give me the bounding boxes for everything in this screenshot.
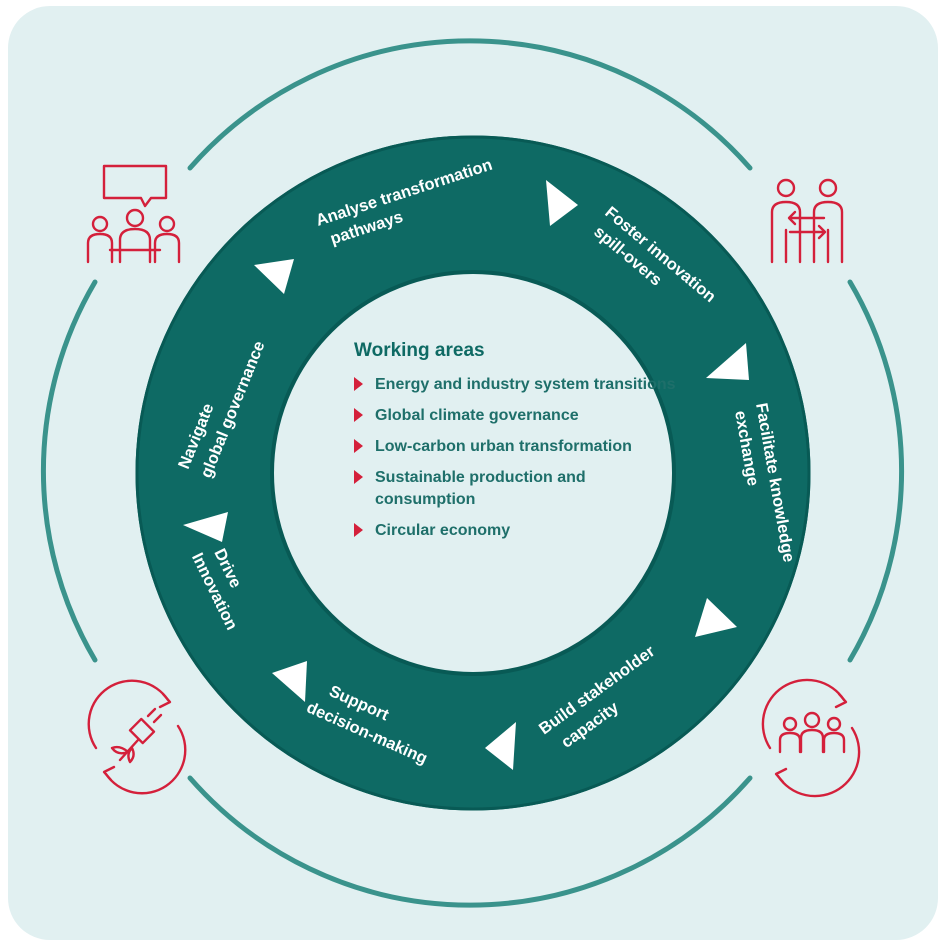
list-item: Low-carbon urban transformation [350, 436, 680, 458]
red-triangle-bullet-icon [354, 377, 363, 391]
working-area-label: Sustainable production and consumption [375, 469, 586, 508]
ring-outer-edge [135, 135, 811, 811]
list-item: Circular economy [350, 520, 680, 542]
arrow-7 [254, 259, 294, 294]
working-area-label: Low-carbon urban transformation [375, 438, 632, 455]
ring-inner-edge [270, 270, 676, 676]
arrow-1 [546, 180, 578, 226]
arrow-5 [272, 661, 307, 702]
arrow-4 [485, 722, 516, 770]
plug-cycle-icon [87, 679, 187, 795]
arrow-6 [183, 512, 228, 542]
ring-arrows [183, 180, 749, 770]
list-item: Sustainable production and consumption [350, 467, 680, 511]
red-triangle-bullet-icon [354, 523, 363, 537]
process-ring [135, 135, 811, 811]
red-triangle-bullet-icon [354, 470, 363, 484]
arrow-2 [706, 343, 749, 380]
arrow-3 [695, 598, 737, 637]
meeting-speech-bubble-icon [86, 164, 181, 264]
working-areas: Working areas Energy and industry system… [350, 340, 680, 551]
working-area-label: Energy and industry system transitions [375, 376, 676, 393]
list-item: Energy and industry system transitions [350, 374, 680, 396]
working-areas-title: Working areas [354, 340, 485, 361]
working-area-label: Circular economy [375, 522, 511, 539]
red-triangle-bullet-icon [354, 439, 363, 453]
people-exchange-icon [770, 178, 844, 264]
working-area-label: Global climate governance [375, 407, 579, 424]
group-cycle-icon [761, 678, 861, 798]
outer-circle [40, 38, 905, 908]
red-triangle-bullet-icon [354, 408, 363, 422]
list-item: Global climate governance [350, 405, 680, 427]
